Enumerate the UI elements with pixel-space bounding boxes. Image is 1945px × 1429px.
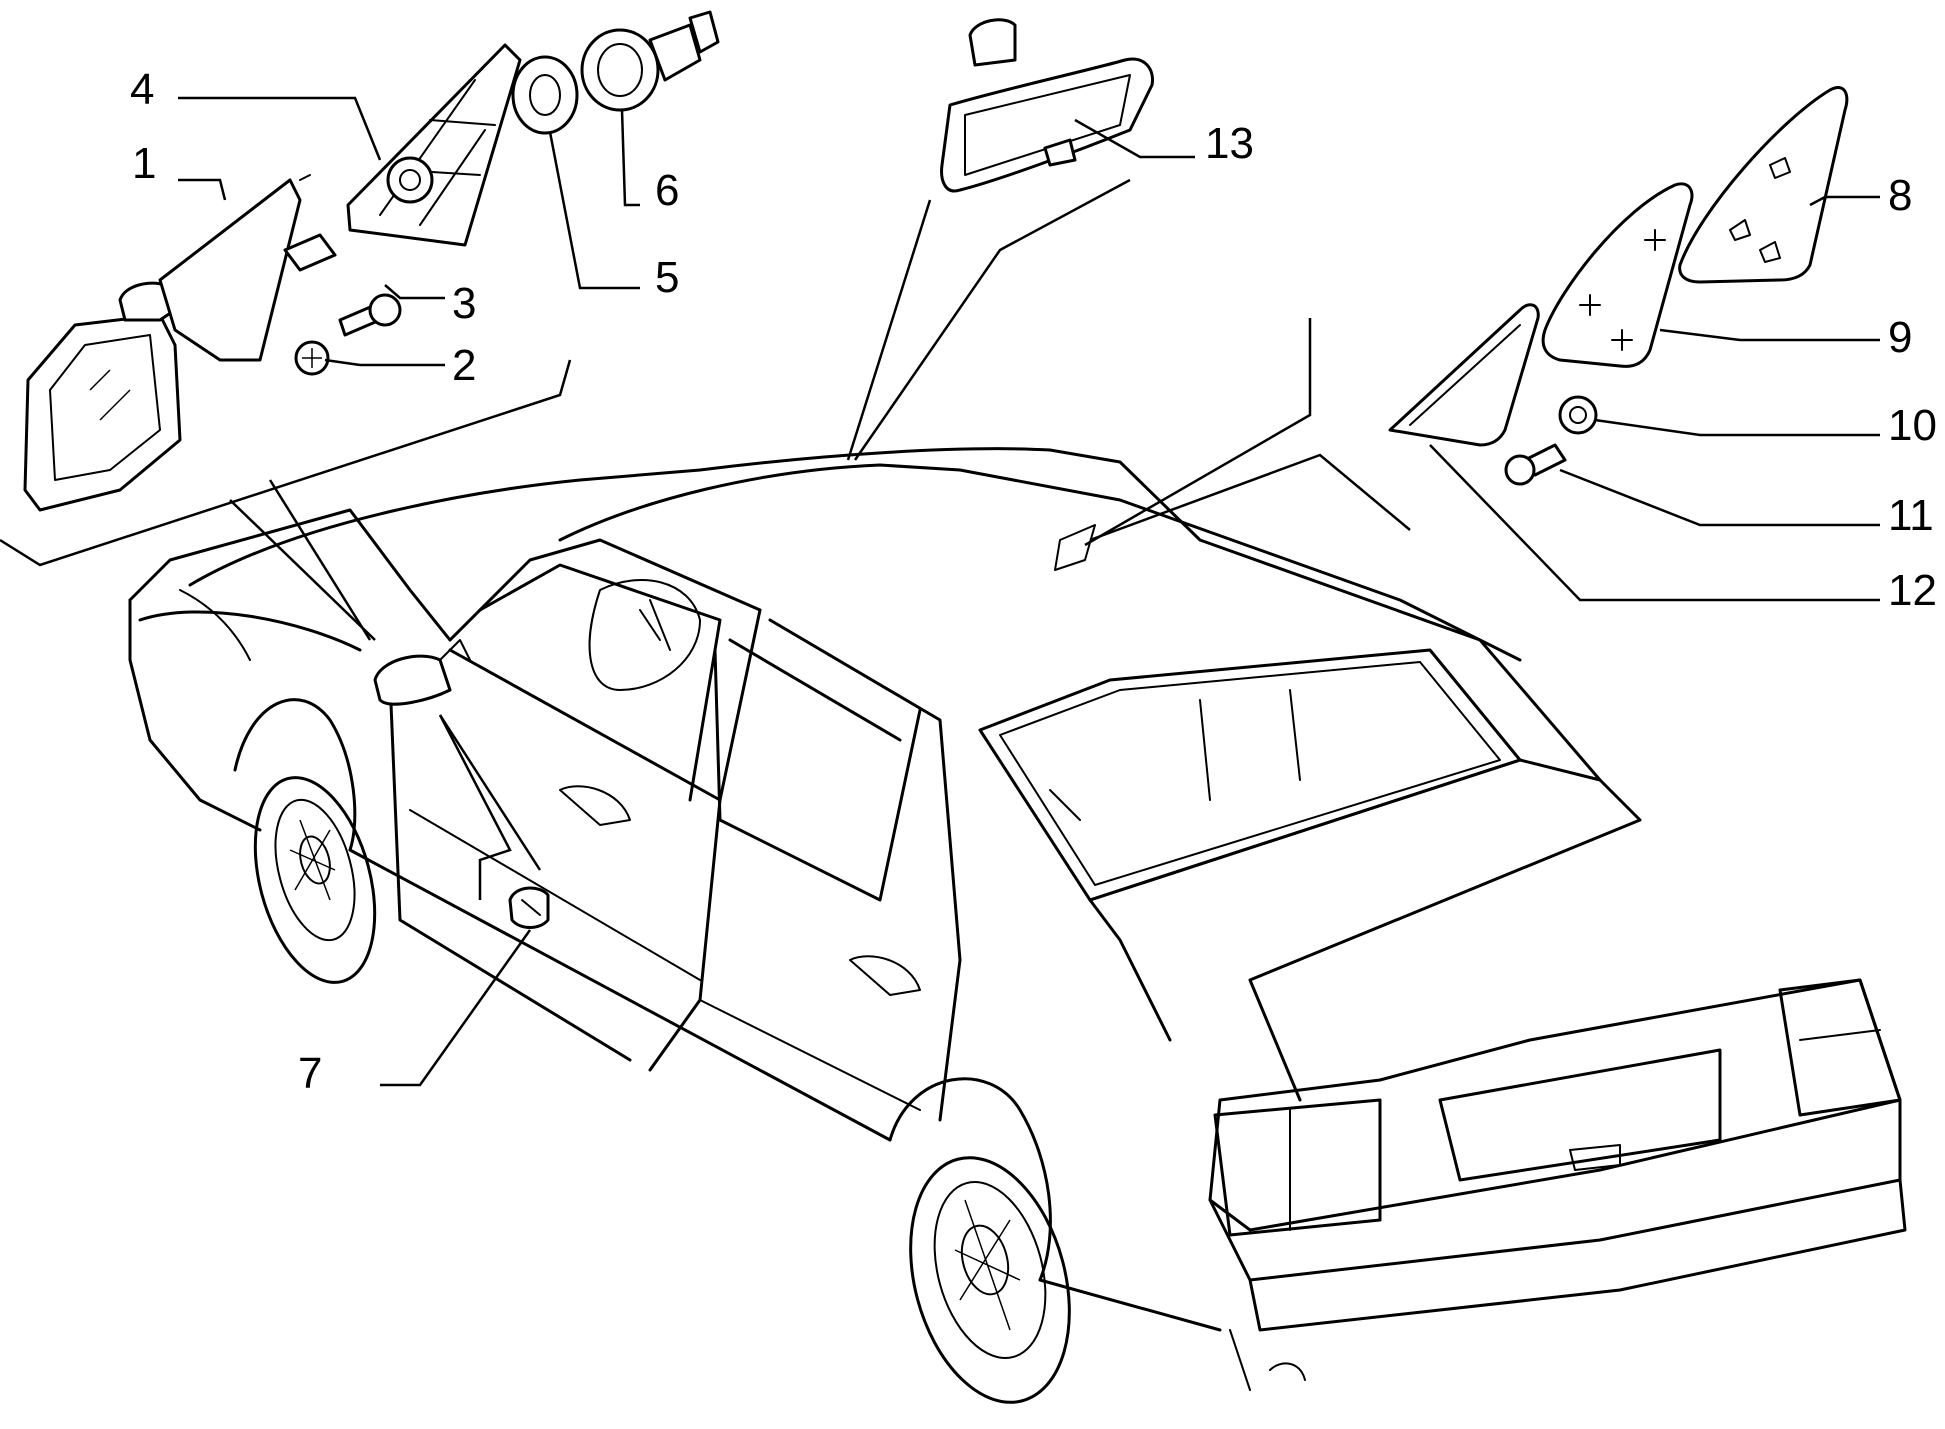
trim-panel-9 — [1541, 182, 1694, 368]
callout-9: 9 — [1888, 313, 1912, 362]
exterior-mirror-part — [23, 174, 337, 512]
callout-numbers: 1 2 3 4 5 6 7 8 9 10 11 12 13 — [130, 65, 1937, 1098]
mirror-base-part — [346, 43, 522, 247]
car-illustration — [128, 447, 1907, 1404]
callout-5: 5 — [655, 253, 679, 302]
callout-11: 11 — [1888, 491, 1934, 540]
callout-4: 4 — [130, 65, 154, 114]
callout-6: 6 — [655, 166, 679, 215]
grommet-parts — [511, 10, 720, 135]
callout-2: 2 — [452, 341, 476, 390]
leader-lines — [0, 96, 1880, 1087]
screw-and-washer-parts — [294, 293, 402, 376]
callout-8: 8 — [1888, 171, 1912, 220]
callout-12: 12 — [1888, 566, 1937, 615]
callout-3: 3 — [452, 279, 476, 328]
nut-and-screw-parts — [1504, 395, 1598, 486]
callout-10: 10 — [1888, 401, 1937, 450]
callout-13: 13 — [1205, 119, 1254, 168]
callout-7: 7 — [298, 1049, 322, 1098]
trim-panel-12 — [1388, 303, 1540, 447]
interior-mirror-part — [940, 18, 1155, 193]
trim-panel-8 — [1678, 86, 1849, 284]
callout-1: 1 — [132, 139, 156, 188]
